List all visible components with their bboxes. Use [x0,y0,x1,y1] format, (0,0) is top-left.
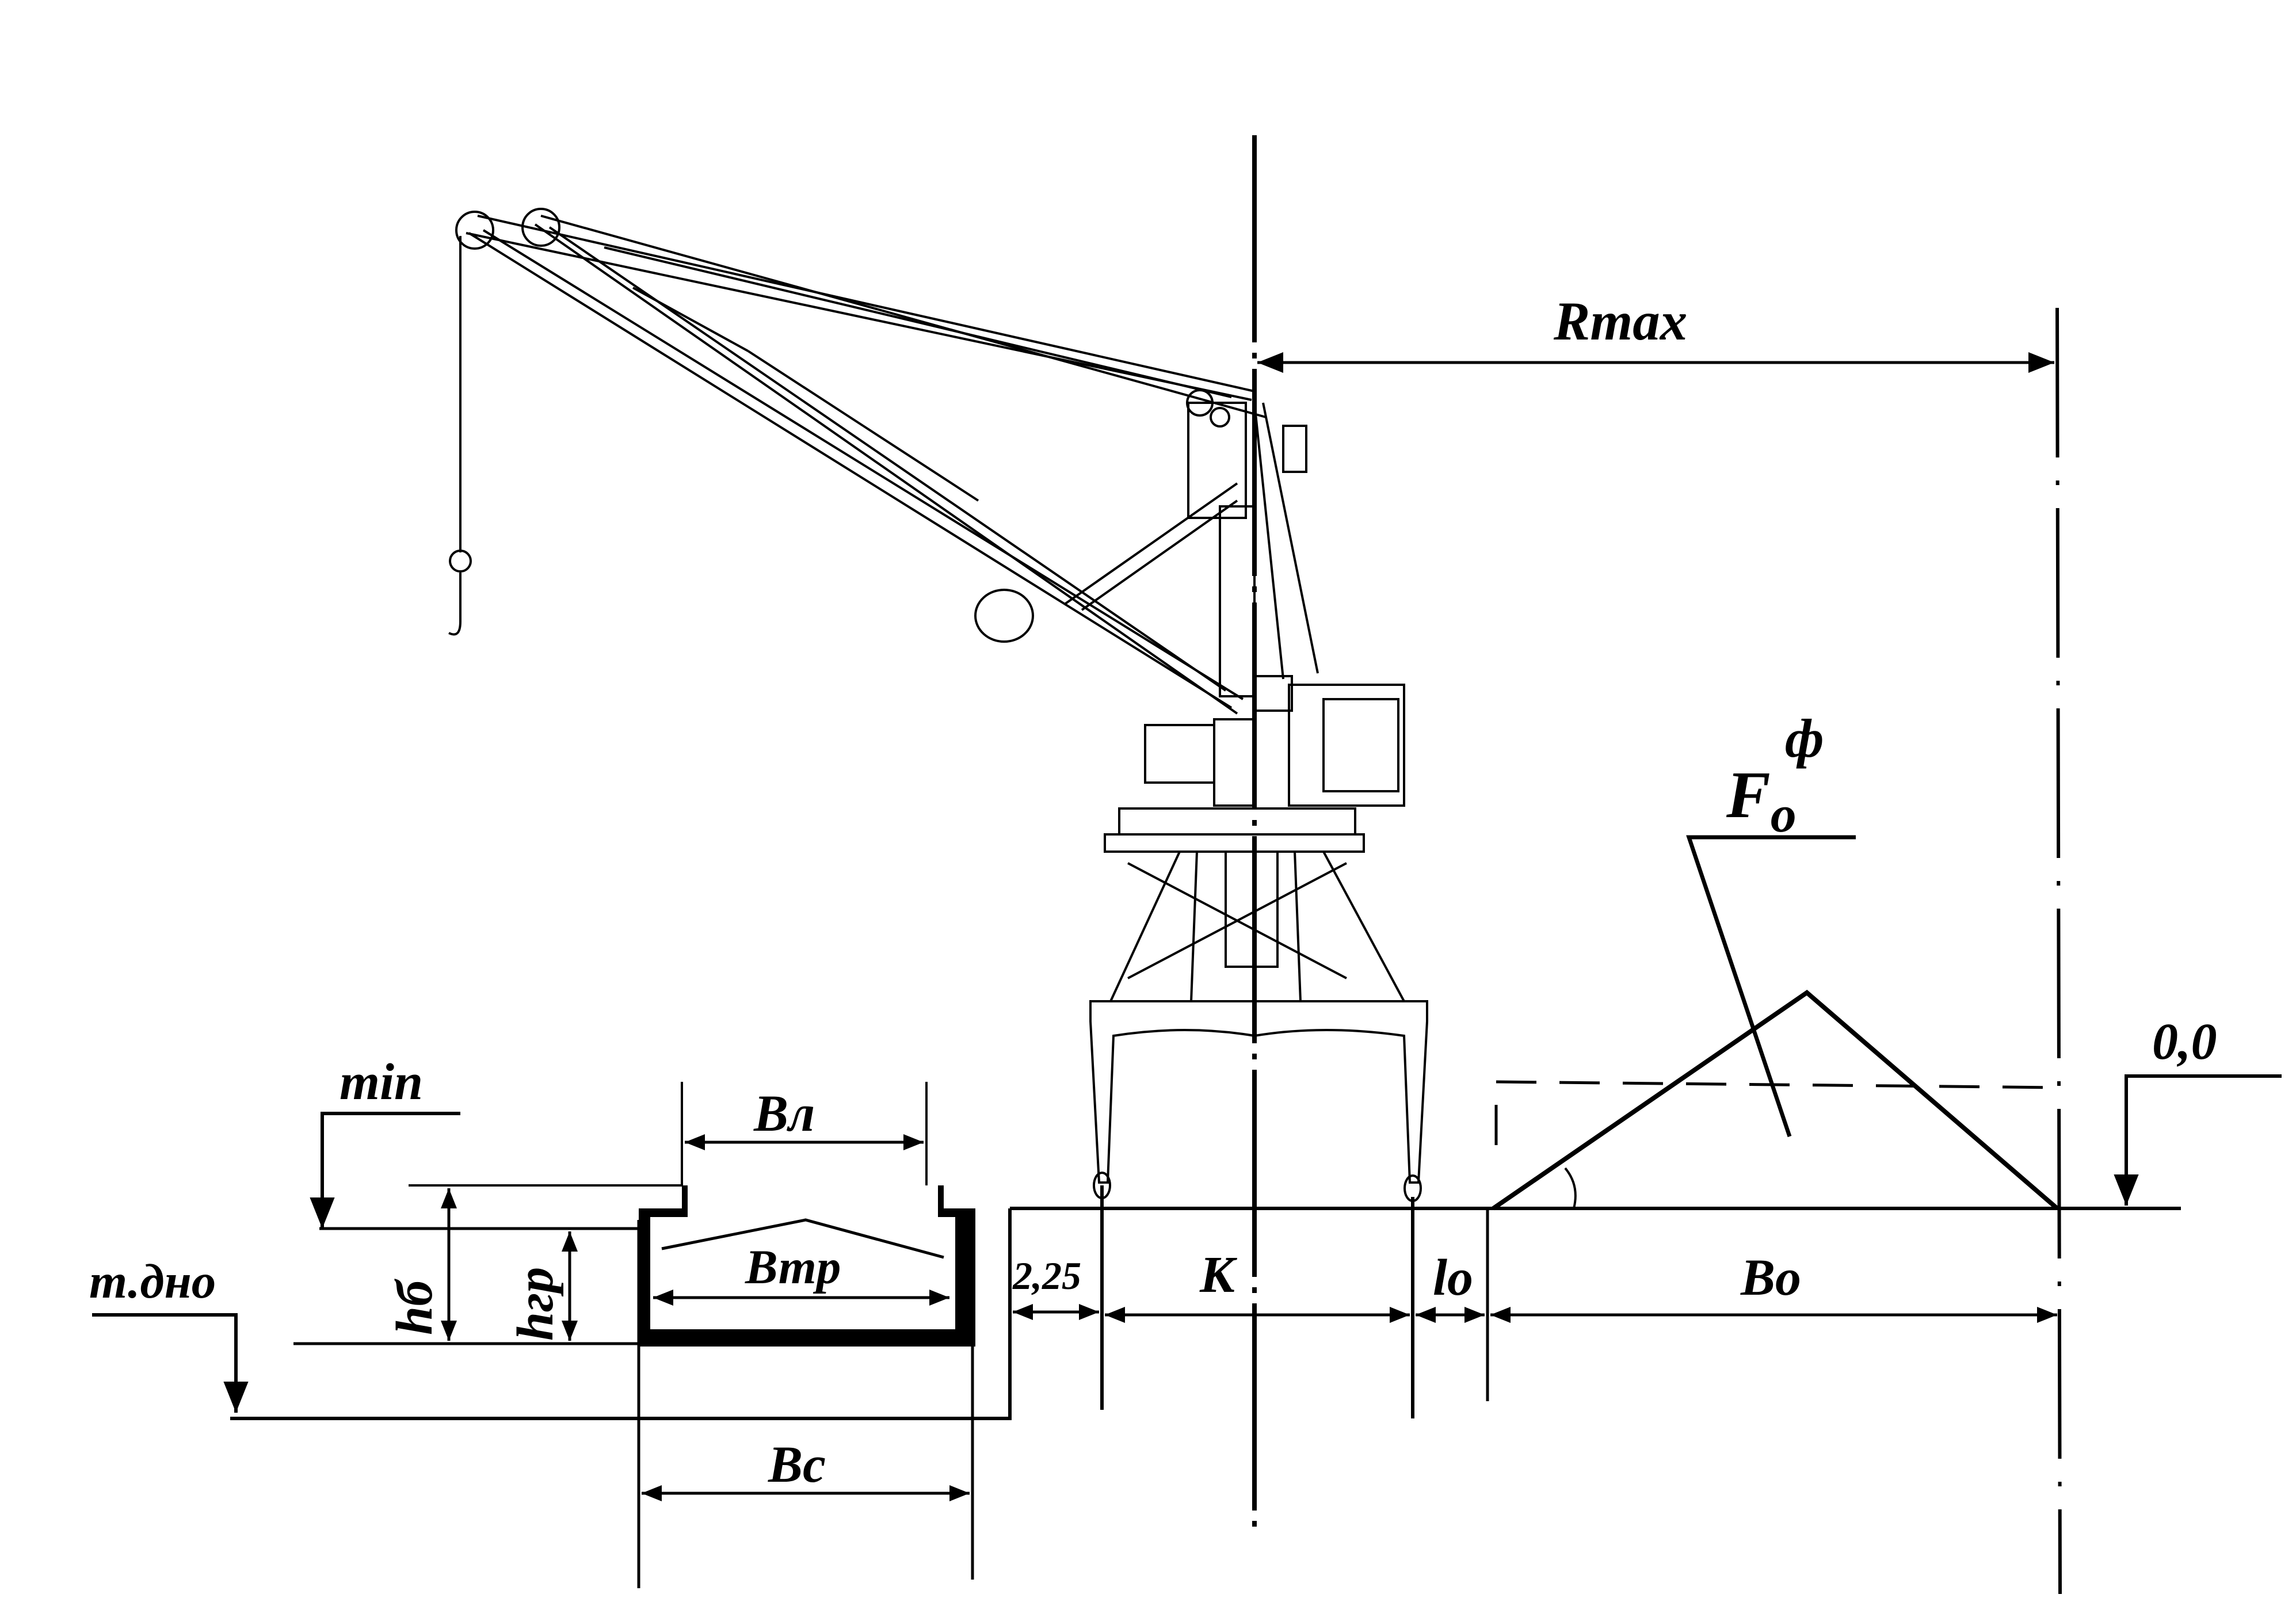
fo-leader [1686,835,1856,1138]
seabed-marker [92,1313,238,1393]
hb-label: hб [386,1279,443,1335]
storage-pile [1492,989,2059,1211]
fo-base: F [1726,758,1771,832]
portal-crane [448,208,1428,1202]
hold-cargo [661,1218,944,1259]
fo-sup: ф [1785,708,1824,769]
fo-label: Foф [1726,708,1824,843]
bo-label: Во [1740,1249,1801,1306]
bl-label: Вл [753,1085,815,1142]
zero-level-label: 0,0 [2152,1013,2217,1070]
fo-sub: o [1771,786,1797,843]
rmax-label: Rmax [1553,291,1687,352]
min-level-marker [321,1112,460,1174]
bottom-level-label: т.дно [89,1254,216,1309]
btr-label: Втр [745,1240,841,1294]
quay-wall [230,1208,1012,1420]
repose-angle-arc [1564,1167,1577,1209]
lo-label: lo [1433,1249,1473,1306]
storage-boundary-line [2055,307,2062,1595]
vessel-hull [639,1185,975,1347]
bc-label: Вс [768,1436,826,1493]
storage-envelope [1494,1080,2061,1145]
zero-level-marker [2125,1074,2282,1162]
hgr-label: hгр [507,1267,564,1341]
k-label: К [1199,1246,1238,1303]
dist-225-label: 2,25 [1012,1254,1081,1298]
min-level-label: min [340,1054,423,1111]
